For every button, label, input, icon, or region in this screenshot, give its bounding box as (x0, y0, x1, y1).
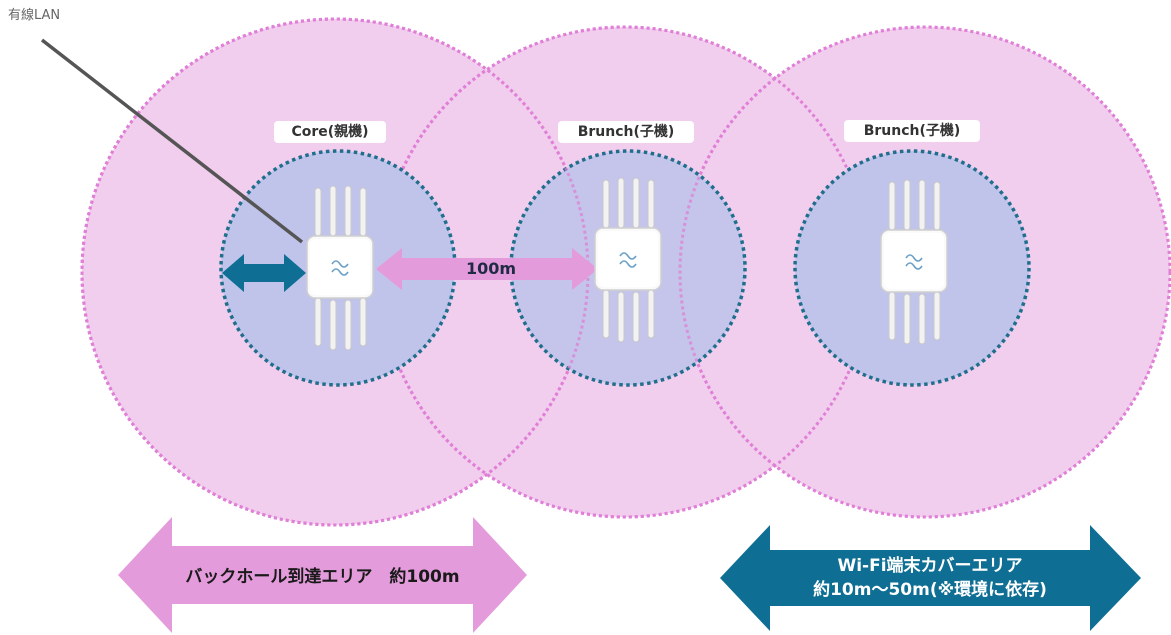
backhaul-border-brunch-2-over (678, 25, 1171, 519)
wifi-big-arrow (720, 525, 1141, 631)
access-point-brunch-2 (880, 179, 948, 345)
backhaul-arrow-text: バックホール到達エリア 約100m (185, 567, 460, 587)
wifi-arrow-line-1: Wi-Fi端末カバーエリア (837, 556, 1023, 576)
wired-lan-label: 有線LAN (8, 8, 61, 23)
distance-label: 100m (466, 259, 517, 278)
access-point-brunch-1 (594, 177, 662, 343)
backhaul-big-arrow (118, 517, 527, 633)
access-point-core (306, 185, 374, 351)
distance-arrow (376, 248, 598, 290)
wifi-arrow-line-2: 約10m〜50m(※環境に依存) (813, 580, 1047, 600)
wifi-arrow-text: Wi-Fi端末カバーエリア 約10m〜50m(※環境に依存) (770, 554, 1090, 602)
logo-icon (905, 254, 923, 270)
wired-lan-cable (40, 38, 304, 244)
node-label-brunch-1: Brunch(子機) (558, 121, 694, 143)
logo-icon (619, 252, 637, 268)
node-label-brunch-2: Brunch(子機) (844, 120, 980, 142)
wifi-reach-arrow (222, 254, 306, 292)
logo-icon (331, 260, 349, 276)
node-label-core: Core(親機) (274, 121, 386, 143)
